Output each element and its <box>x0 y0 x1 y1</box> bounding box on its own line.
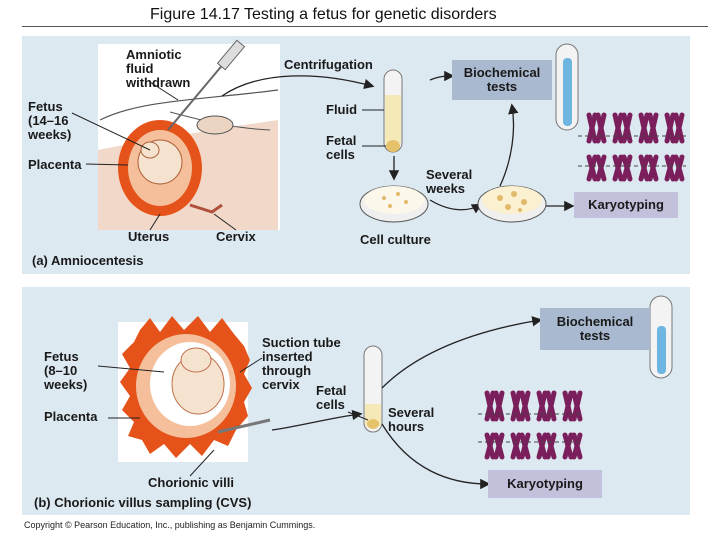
centrifugation-label: Centrifugation <box>284 57 373 72</box>
karyotype-chromosomes-b <box>484 390 583 460</box>
amniotic-fluid-label: Amniotic fluid withdrawn <box>126 47 191 90</box>
chromosome <box>562 390 574 422</box>
to-karyotyping-arrow-b <box>381 423 491 490</box>
fetal-cells-a-label: Fetal cells <box>326 133 357 162</box>
uterus-illustration <box>118 120 223 216</box>
chromosome <box>612 154 624 182</box>
chromosome <box>647 112 659 144</box>
cervix-leader-line <box>213 213 237 231</box>
to-biochem-arrow-b <box>381 316 543 389</box>
suction-leader-line <box>239 357 263 373</box>
suction-tube-label: Suction tube inserted through cervix <box>262 335 341 392</box>
title-underline <box>22 26 708 27</box>
petri-dish-1 <box>359 185 429 223</box>
chromosome <box>571 390 583 422</box>
biochemical-tests-box-b: Biochemical tests <box>540 308 650 350</box>
amniotic-leader-line <box>149 81 179 101</box>
chromosome <box>586 112 598 144</box>
to-cvs-tube-arrow <box>271 409 363 431</box>
needle-syringe <box>167 39 246 131</box>
centrifuge-tube <box>383 69 403 153</box>
petri-dish-2 <box>477 185 547 223</box>
chromosome <box>484 432 496 460</box>
chromosome <box>664 154 676 182</box>
chromosome <box>638 112 650 144</box>
chromosome <box>545 390 557 422</box>
chorion-illustration <box>118 316 252 462</box>
uterus-leader-line <box>149 213 161 231</box>
fetal-cells-b-label: Fetal cells <box>316 383 347 412</box>
chromosome <box>673 112 685 144</box>
karyotyping-box-b: Karyotyping <box>488 470 602 498</box>
villi-leader-line <box>189 449 215 477</box>
uterus-label: Uterus <box>128 229 170 244</box>
chromosome <box>519 432 531 460</box>
chromosome <box>571 432 583 460</box>
figure-title: Figure 14.17 Testing a fetus for genetic… <box>150 6 497 23</box>
chorionic-villi-label: Chorionic villi <box>148 475 234 490</box>
cvs-tube <box>363 345 383 433</box>
chromosome <box>664 112 676 144</box>
chromosome <box>612 112 624 144</box>
chromosome <box>493 432 505 460</box>
fetus-b-leader-line <box>97 365 165 373</box>
copyright-note: Copyright © Pearson Education, Inc., pub… <box>24 520 316 530</box>
culture-to-biochem-arrow <box>499 103 519 187</box>
chromosome <box>510 390 522 422</box>
chromosome <box>562 432 574 460</box>
chromosome <box>638 154 650 182</box>
cvs-caption: (b) Chorionic villus sampling (CVS) <box>34 495 252 510</box>
amniocentesis-caption: (a) Amniocentesis <box>32 253 144 268</box>
cervix-label: Cervix <box>216 229 256 244</box>
chromosome <box>647 154 659 182</box>
suction-tube-line <box>217 418 271 434</box>
chromosome <box>493 390 505 422</box>
placenta-leader-line <box>85 163 129 166</box>
cell-culture-label: Cell culture <box>360 232 431 247</box>
to-centrifuge-arrow <box>221 75 375 97</box>
chromosome <box>536 390 548 422</box>
placenta-b-label: Placenta <box>44 409 98 424</box>
chromosome <box>586 154 598 182</box>
chromosome <box>519 390 531 422</box>
fluid-label: Fluid <box>326 102 358 117</box>
chromosome <box>536 432 548 460</box>
karyotyping-box-a: Karyotyping <box>574 192 678 218</box>
chromosome <box>510 432 522 460</box>
chromosome <box>484 390 496 422</box>
chromosome <box>545 432 557 460</box>
biochem-tube-b <box>649 295 673 379</box>
to-biochem-arrow-a <box>429 70 455 82</box>
fetus-leader-line <box>71 112 151 151</box>
biochem-tube-a <box>555 43 579 131</box>
karyotype-chromosomes-a <box>586 112 685 182</box>
placenta-a-label: Placenta <box>28 157 82 172</box>
chromosome <box>621 154 633 182</box>
chromosome <box>673 154 685 182</box>
fetal-cells-b-leader-line <box>347 411 369 421</box>
fetus-a-label: Fetus (14–16 weeks) <box>28 99 72 142</box>
several-hours-label: Several hours <box>388 405 435 434</box>
fetus-b-label: Fetus (8–10 weeks) <box>44 349 88 392</box>
chromosome <box>595 154 607 182</box>
chromosome <box>621 112 633 144</box>
chromosome <box>595 112 607 144</box>
culture-to-culture-arrow <box>429 199 483 214</box>
several-weeks-label: Several weeks <box>426 167 473 196</box>
biochemical-tests-box-a: Biochemical tests <box>452 60 552 100</box>
